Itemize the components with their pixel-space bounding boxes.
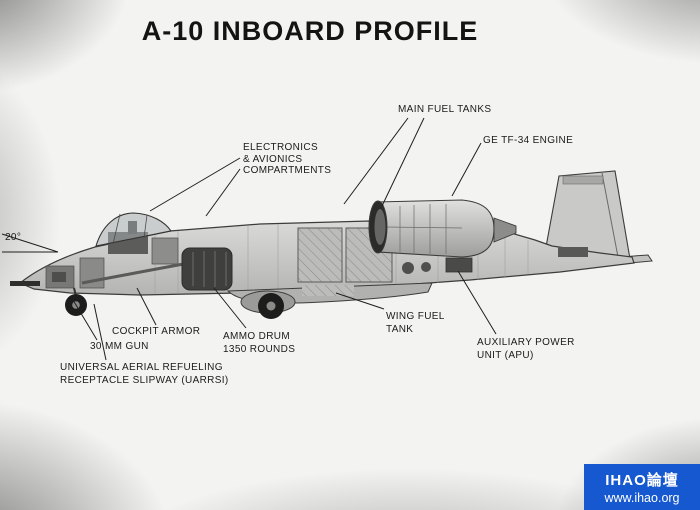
ammo-drum-art: [181, 247, 233, 291]
apu-art: [402, 257, 473, 274]
leader-lines: [1, 117, 497, 361]
canopy: [95, 212, 172, 247]
label-30mm-gun: 30 MM GUN: [90, 341, 149, 352]
page-title: A-10 INBOARD PROFILE: [141, 16, 479, 46]
label-uarrsi-line2: RECEPTACLE SLIPWAY (UARRSI): [60, 375, 229, 386]
electronics-compartment-art: [151, 237, 179, 265]
label-ammo-drum: AMMO DRUM 1350 ROUNDS: [223, 330, 295, 356]
engine-fan-art: [374, 209, 386, 245]
engine-exhaust-art: [493, 217, 517, 243]
label-apu: AUXILIARY POWER UNIT (APU): [477, 336, 575, 362]
label-wing-fuel-tank: WING FUEL TANK: [386, 310, 445, 336]
watermark-badge: IHAO論壇 www.ihao.org: [584, 464, 700, 510]
label-main-fuel-tanks: MAIN FUEL TANKS: [398, 104, 492, 115]
watermark-site-url: www.ihao.org: [604, 491, 680, 505]
vertical-stabilizer: [545, 170, 631, 260]
label-ammo-line1: AMMO DRUM: [223, 331, 291, 342]
label-apu-line1: AUXILIARY POWER: [477, 337, 575, 348]
label-apu-line2: UNIT (APU): [477, 350, 534, 361]
wing-fuel-tank-art: [302, 285, 354, 296]
tail-detail-art: [558, 247, 588, 257]
gun-mechanism-art: [52, 272, 66, 282]
engine-nacelle: [368, 199, 517, 258]
label-uarrsi-line1: UNIVERSAL AERIAL REFUELING: [60, 362, 223, 373]
label-ge-tf34-engine: GE TF-34 ENGINE: [483, 135, 574, 146]
label-ammo-line2: 1350 ROUNDS: [223, 344, 296, 355]
ammo-feed-chute-art: [81, 262, 185, 285]
label-electronics-line1: ELECTRONICS: [243, 142, 318, 153]
label-electronics-avionics: ELECTRONICS & AVIONICS COMPARTMENTS: [243, 142, 331, 177]
engine-internals-art: [385, 204, 463, 254]
watermark-site-name: IHAO論壇: [605, 472, 679, 489]
label-electronics-line3: COMPARTMENTS: [243, 165, 332, 176]
main-gear-wheel: [258, 293, 284, 319]
label-wing-fuel-line1: WING FUEL: [386, 311, 445, 322]
label-cockpit-armor: COCKPIT ARMOR: [112, 326, 201, 337]
gun-barrel-art: [10, 281, 40, 286]
label-electronics-line2: & AVIONICS: [243, 153, 303, 165]
label-uarrsi: UNIVERSAL AERIAL REFUELING RECEPTACLE SL…: [60, 361, 229, 387]
label-angle-20deg: 20°: [5, 232, 22, 243]
avionics-bay-art: [79, 257, 105, 289]
label-wing-fuel-line2: TANK: [386, 324, 414, 335]
